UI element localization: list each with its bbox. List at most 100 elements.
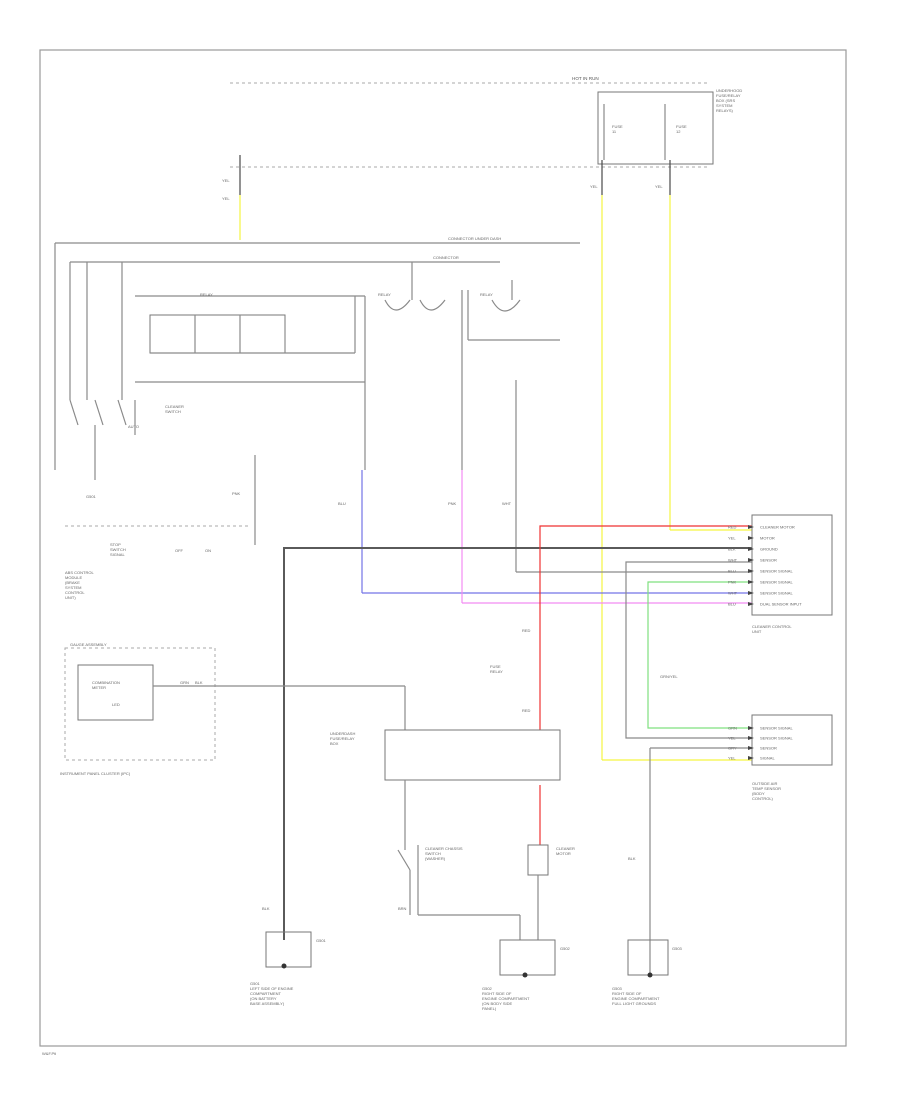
gray-wire-loop (625, 561, 752, 739)
pin-color-label: RED (728, 525, 737, 530)
cluster-wire-2: BLK (195, 680, 203, 685)
pin-arrow (748, 569, 754, 573)
switch-contact-1 (69, 399, 79, 426)
ground-1-label: G501 (316, 938, 327, 943)
pin-arrow (748, 591, 754, 595)
abs-row-1: OFF (175, 548, 184, 553)
pin-color-label: PNK (728, 580, 737, 585)
cleaner-switch-sub: AUTO (128, 424, 139, 429)
pin-arrow (748, 746, 754, 750)
relay-box-left (149, 314, 286, 354)
pin-name-label: SENSOR SIGNAL (760, 726, 793, 731)
pin-name-label: MOTOR (760, 536, 775, 541)
abs-wire-2: BLU (338, 501, 346, 506)
outside-air-sensor-box (751, 714, 833, 766)
ground-2-symbol (522, 972, 528, 978)
relay-coil-3 (491, 299, 521, 312)
pin-color-label: WHT (728, 591, 738, 596)
pin-color-label: YEL (728, 756, 736, 761)
relay-1-label: RELAY (200, 292, 213, 297)
pin-color-label: YEL (728, 736, 736, 741)
ground-3-symbol (647, 972, 653, 978)
pin-name-label: SENSOR SIGNAL (760, 736, 793, 741)
pin-color-label: WHT (728, 558, 738, 563)
bus-label-2: CONNECTOR (433, 255, 459, 260)
pin-name-label: SENSOR SIGNAL (760, 580, 793, 585)
underhood-fuse-box (597, 91, 714, 165)
pin-name-label: SENSOR SIGNAL (760, 591, 793, 596)
pin-color-label: GRY (728, 746, 737, 751)
module-1-pins: RED CLEANER MOTOR YEL MOTOR BLK GROUND WHT SENS… (728, 525, 802, 607)
pin-name-label: SENSOR (760, 558, 777, 563)
ground-1-symbol (281, 963, 287, 969)
switch-contact-2 (94, 399, 104, 426)
wire-note: GRN/YEL (660, 674, 678, 679)
right-wire-b: YEL (655, 184, 663, 189)
diagram-frame (39, 49, 847, 1047)
pin-color-label: BLK (728, 547, 736, 552)
pin-color-label: YEL (728, 536, 736, 541)
relay-3-label: RELAY (480, 292, 493, 297)
pin-name-label: GROUND (760, 547, 778, 552)
cluster-wire: GRN (180, 680, 189, 685)
abs-row-2: ON (205, 548, 211, 553)
pin-name-label: SENSOR SIGNAL (760, 569, 793, 574)
pin-arrow (748, 602, 754, 606)
abs-wire-4: WHT (502, 501, 512, 506)
pin-arrow (748, 525, 754, 529)
pin-arrow (748, 756, 754, 760)
thick-ground-wire (283, 547, 752, 940)
relay-2-label: RELAY (378, 292, 391, 297)
red-label-2: RED (522, 708, 531, 713)
right-wire-a: YEL (590, 184, 598, 189)
module-2-pins: GRN SENSOR SIGNAL YEL SENSOR SIGNAL GRY SENSO… (728, 726, 793, 761)
switch-contact-3 (117, 399, 127, 426)
pin-arrow (748, 580, 754, 584)
cluster-caption: INSTRUMENT PANEL CLUSTER (IPC) (60, 771, 131, 776)
washer-switch-contact (397, 849, 411, 871)
relay-coil-1 (384, 299, 411, 311)
cleaner-motor-box (527, 844, 549, 876)
pin-color-label: BLU (728, 602, 736, 607)
pin-color-label: GRN (728, 726, 737, 731)
left-wire-b: YEL (222, 196, 230, 201)
relay-coil-2 (419, 299, 446, 311)
left-wire-a: YEL (222, 178, 230, 183)
ground-1-box (265, 931, 312, 968)
pin-arrow (748, 736, 754, 740)
pin-arrow (748, 558, 754, 562)
pin-name-label: DUAL SENSOR INPUT (760, 602, 802, 607)
pin-color-label: BLU (728, 569, 736, 574)
green-wire (647, 581, 752, 729)
red-label-1: RED (522, 628, 531, 633)
pin-name-label: SENSOR (760, 746, 777, 751)
pin-arrow (748, 536, 754, 540)
footer-code: W&F.Ptl (42, 1051, 56, 1056)
ground-3-box (627, 939, 669, 976)
abs-wire-1: PNK (232, 491, 241, 496)
cluster-dashed-box (64, 647, 216, 761)
ground-2-label: G502 (560, 946, 571, 951)
pin-name-label: CLEANER MOTOR (760, 525, 795, 530)
abs-wire-3: PNK (448, 501, 457, 506)
blk-wire-label: BLK (262, 906, 270, 911)
red-wire-main (539, 525, 752, 730)
underdash-fuse-box (384, 729, 561, 781)
pin-arrow (748, 547, 754, 551)
pin-name-label: SIGNAL (760, 756, 775, 761)
